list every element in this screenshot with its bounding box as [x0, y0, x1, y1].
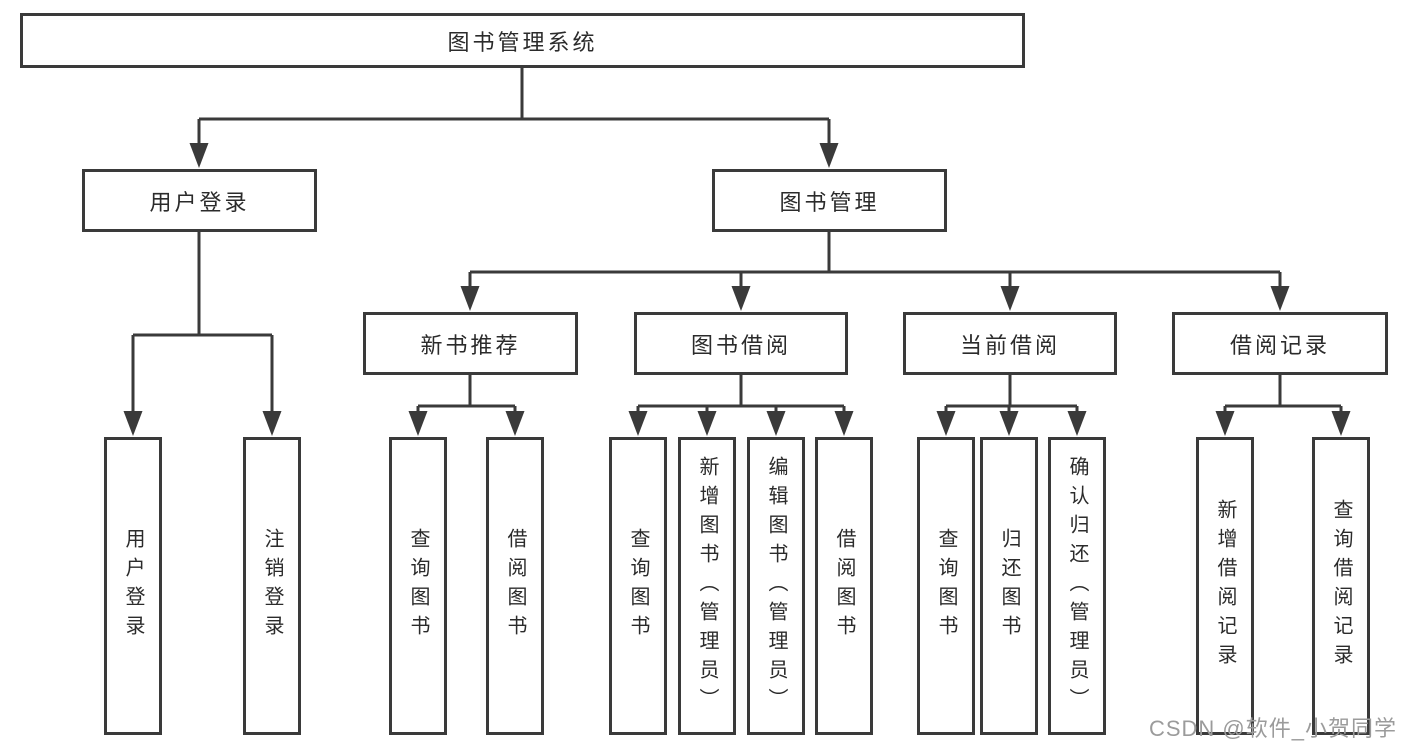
leaf-edit-books-admin: 编辑图书（管理员） — [747, 437, 805, 735]
arrowhead-icons — [123, 143, 1351, 436]
leaf-add-borrow-record: 新增借阅记录 — [1196, 437, 1254, 735]
leaf-return-books: 归还图书 — [980, 437, 1038, 735]
leaf-add-books-admin: 新增图书（管理员） — [678, 437, 736, 735]
node-book-borrowing: 图书借阅 — [634, 312, 848, 375]
leaf-borrow-books-recommend: 借阅图书 — [486, 437, 544, 735]
leaf-user-login: 用户登录 — [104, 437, 162, 735]
leaf-query-borrow-record: 查询借阅记录 — [1312, 437, 1370, 735]
node-user-login: 用户登录 — [82, 169, 317, 232]
csdn-watermark: CSDN @软件_小贺同学 — [1148, 716, 1397, 741]
node-new-book-recommend: 新书推荐 — [363, 312, 578, 375]
node-library-system: 图书管理系统 — [20, 13, 1025, 68]
node-current-borrowing: 当前借阅 — [903, 312, 1117, 375]
leaf-confirm-return-admin: 确认归还（管理员） — [1048, 437, 1106, 735]
leaf-logout: 注销登录 — [243, 437, 301, 735]
node-book-management: 图书管理 — [712, 169, 947, 232]
node-borrow-records: 借阅记录 — [1172, 312, 1388, 375]
leaf-borrow-books-borrowing: 借阅图书 — [815, 437, 873, 735]
leaf-query-books-recommend: 查询图书 — [389, 437, 447, 735]
leaf-query-books-borrowing: 查询图书 — [609, 437, 667, 735]
leaf-query-books-current: 查询图书 — [917, 437, 975, 735]
